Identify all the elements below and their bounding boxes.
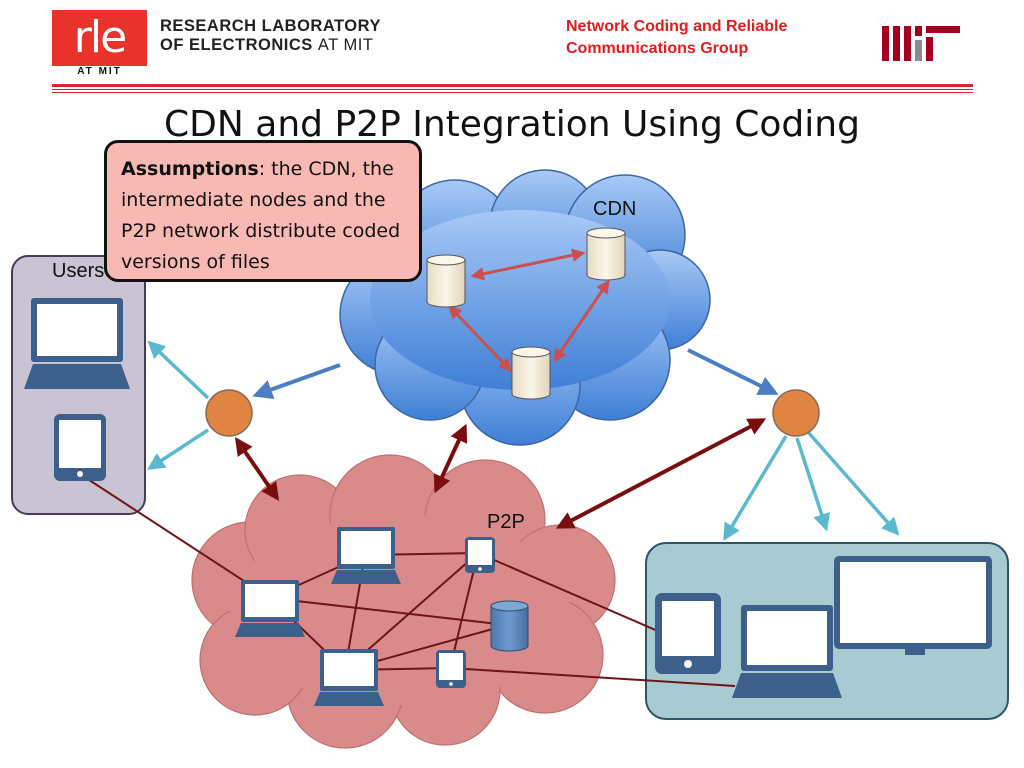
group-name-line1: Network Coding and Reliable xyxy=(566,18,788,35)
header-rule-thin-2 xyxy=(52,92,973,93)
slide-header: rle AT MIT RESEARCH LABORATORY OF ELECTR… xyxy=(0,0,1024,100)
assumptions-text: : the CDN, the intermediate nodes and th… xyxy=(121,158,401,273)
p2p-laptop-icon-1 xyxy=(331,527,401,584)
cdn-label: CDN xyxy=(593,198,637,220)
right-tablet-icon xyxy=(655,593,721,674)
cdn-server-3 xyxy=(511,346,551,400)
slide-title: CDN and P2P Integration Using Coding xyxy=(164,104,860,145)
users-label: Users xyxy=(52,260,105,282)
lab-name-line1: RESEARCH LABORATORY xyxy=(160,17,381,35)
group-name: Network Coding and Reliable Communicatio… xyxy=(566,16,866,60)
assumptions-heading: Assumptions xyxy=(121,158,259,180)
left-router-node xyxy=(205,389,253,437)
user-laptop-icon xyxy=(24,298,130,389)
lab-name: RESEARCH LABORATORY OF ELECTRONICS AT MI… xyxy=(160,17,381,55)
p2p-storage-node xyxy=(490,600,529,652)
header-rule xyxy=(52,84,973,87)
rle-logo-subtext: AT MIT xyxy=(52,66,147,80)
user-tablet-icon xyxy=(54,414,106,481)
p2p-laptop-icon-2 xyxy=(235,580,305,637)
lab-name-line2-bold: OF ELECTRONICS xyxy=(160,36,313,54)
p2p-tablet-icon-1 xyxy=(465,537,495,573)
right-router-node xyxy=(772,389,820,437)
cdn-internal-links xyxy=(448,248,610,372)
group-name-line2: Communications Group xyxy=(566,40,749,57)
rle-logo-text: rle xyxy=(73,12,127,63)
p2p-label: P2P xyxy=(487,511,525,533)
header-rule-thin xyxy=(52,89,973,90)
cdn-to-right-router-arrow xyxy=(687,348,779,395)
p2p-laptop-icon-3 xyxy=(314,649,384,706)
right-laptop-icon xyxy=(732,605,842,698)
delivery-arrows xyxy=(147,340,900,542)
cdn-to-left-router-arrow xyxy=(252,363,341,400)
right-monitor-icon xyxy=(834,556,992,655)
assumptions-callout: Assumptions: the CDN, the intermediate n… xyxy=(104,140,422,282)
rle-logo: rle AT MIT xyxy=(52,10,147,80)
lab-name-line2-thin: AT MIT xyxy=(317,36,374,54)
mit-logo xyxy=(882,26,960,61)
p2p-tablet-icon-2 xyxy=(436,650,466,688)
lab-name-line2: OF ELECTRONICS AT MIT xyxy=(160,36,381,55)
cdn-server-2 xyxy=(586,227,626,281)
cdn-server-1 xyxy=(426,254,466,308)
exchange-arrows xyxy=(234,418,767,529)
